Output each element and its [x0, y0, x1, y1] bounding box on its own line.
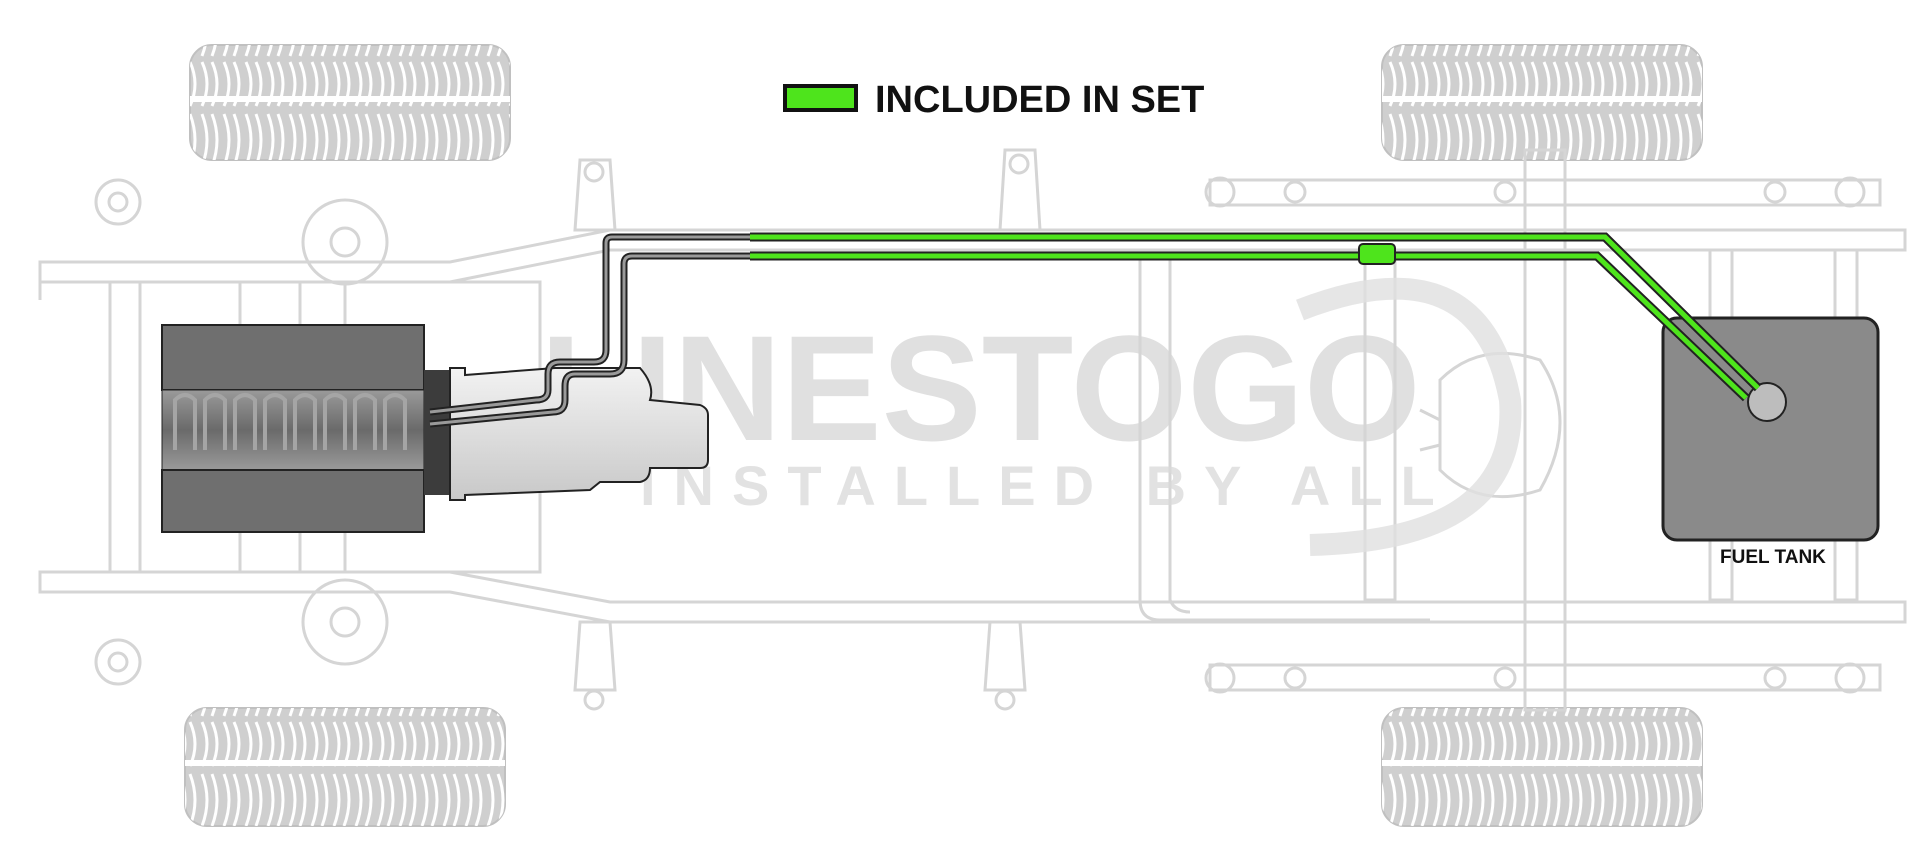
fuel-lines-included: [750, 232, 1762, 402]
watermark: LINESTOGO INSTALLED BY ALL: [540, 277, 1522, 556]
tire-front-right: [184, 707, 506, 827]
tire-rear-right: [1381, 707, 1703, 827]
tire-front-left: [189, 44, 511, 161]
tire-rear-left: [1381, 44, 1703, 161]
legend-label: INCLUDED IN SET: [875, 79, 1204, 121]
fuel-filter: [1358, 243, 1396, 265]
fuel-tank-sender: [1747, 382, 1787, 422]
fuel-lines-existing: [429, 233, 752, 428]
engine-block: [161, 324, 450, 533]
legend-swatch: [783, 84, 858, 112]
engine-coils: [173, 393, 407, 450]
watermark-tagline: INSTALLED BY ALL: [640, 454, 1453, 517]
fuel-tank-label: FUEL TANK: [1720, 547, 1826, 568]
legend: INCLUDED IN SET: [783, 79, 1204, 121]
